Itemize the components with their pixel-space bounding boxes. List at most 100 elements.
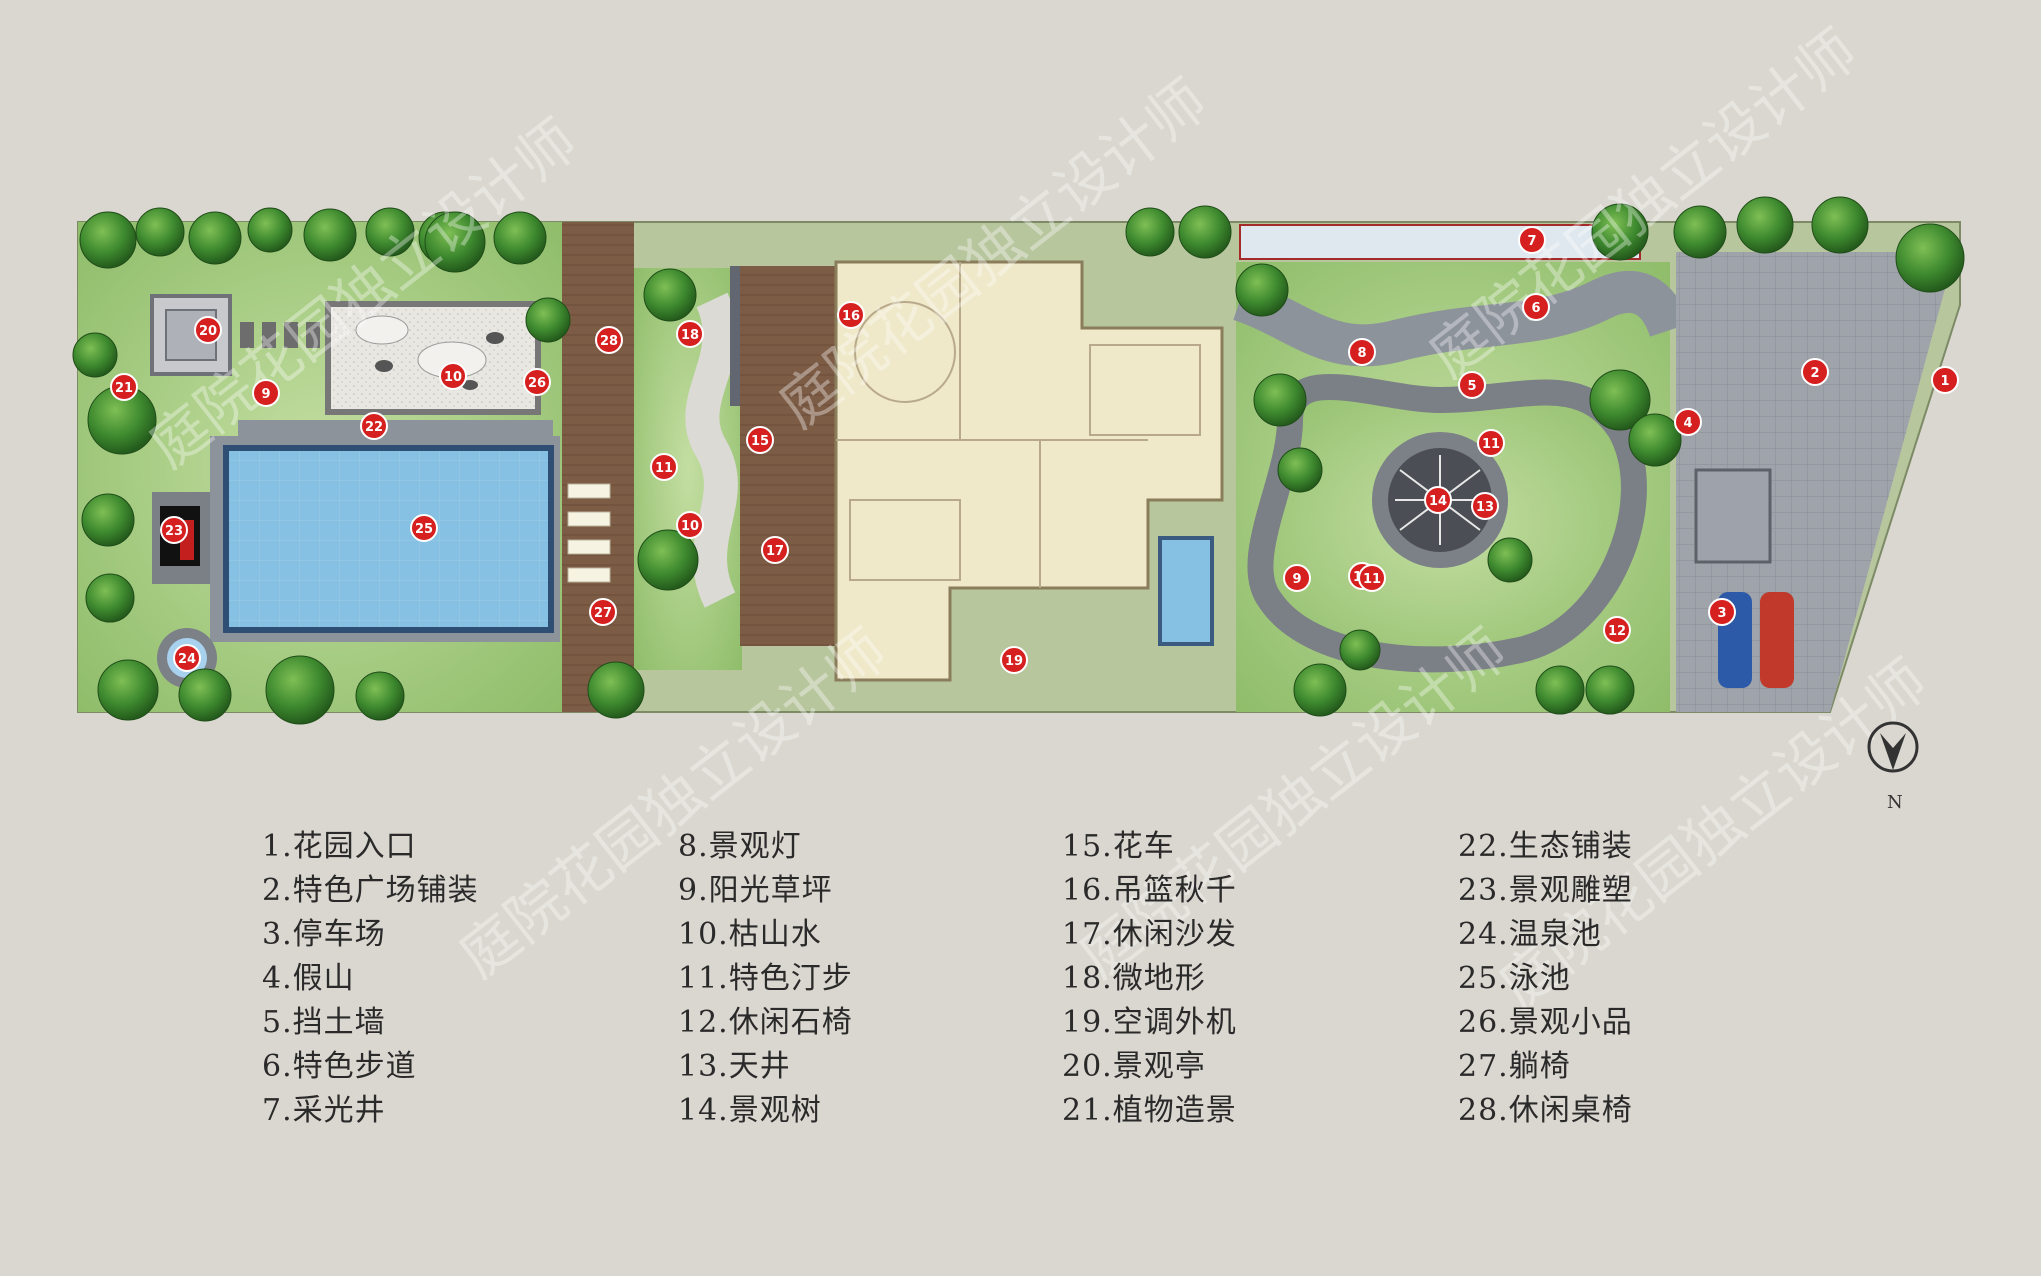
skylight [1239,224,1641,260]
plan-marker-label: 10 [681,519,699,534]
plan-marker-label: 16 [842,309,860,324]
plan-marker-circle [1458,371,1486,399]
legend-column-1: 1.花园入口 2.特色广场铺装 3.停车场 4.假山 5.挡土墙 6.特色步道 … [262,825,479,1133]
plan-marker: 15 [746,426,774,454]
tree [79,211,137,269]
plan-marker: 4 [1674,408,1702,436]
tree [72,332,118,378]
tree [97,659,159,721]
tree [1178,205,1232,259]
tree [1673,205,1727,259]
legend-item: 7.采光井 [262,1093,386,1128]
tree [1811,196,1869,254]
tree [1589,369,1651,431]
legend-column-2: 8.景观灯 9.阳光草坪 10.枯山水 11.特色汀步 12.休闲石椅 13.天… [678,825,853,1133]
plan-marker: 8 [1348,338,1376,366]
lounge-chairs [567,483,611,583]
plan-marker: 10 [439,362,467,390]
reflecting-pool [1158,536,1214,646]
legend-item: 28.休闲桌椅 [1458,1093,1633,1128]
plan-marker: 21 [110,373,138,401]
plan-marker-circle [160,516,188,544]
plan-marker-circle [523,368,551,396]
tree [637,529,699,591]
tree [1277,447,1323,493]
plan-marker: 11 [650,453,678,481]
feature-pathway [1232,271,1690,367]
plan-marker: 22 [360,412,388,440]
tree [365,207,415,257]
tree [135,207,185,257]
plan-marker-label: 9 [1292,572,1301,587]
plan-marker-circle [1283,564,1311,592]
legend-item: 4.假山 [262,961,355,996]
plan-marker-circle [1801,358,1829,386]
plan-marker-circle [1471,492,1499,520]
plan-marker-label: 2 [1810,366,1819,381]
wood-terrace [740,266,836,646]
plan-marker-label: 19 [1005,654,1023,669]
plan-marker-label: 17 [766,544,784,559]
plan-marker-label: 10 [444,370,462,385]
legend-item: 17.休闲沙发 [1062,917,1237,952]
plan-marker-label: 25 [415,522,433,537]
gravel-stream [685,292,738,608]
tree [525,297,571,343]
plan-marker: 11 [1477,429,1505,457]
plan-marker-label: 28 [600,334,618,349]
plan-marker-label: 9 [261,387,270,402]
plan-marker-circle [837,301,865,329]
plan-marker-circle [1708,598,1736,626]
plan-marker-label: 11 [1363,572,1381,587]
plan-marker-label: 4 [1683,416,1692,431]
house-plan [834,260,1224,682]
plan-marker-circle [676,511,704,539]
tree [1628,413,1682,467]
tree [1535,665,1585,715]
plan-marker: 7 [1518,226,1546,254]
tree [1253,373,1307,427]
plan-marker-circle [1674,408,1702,436]
plan-marker-circle [410,514,438,542]
plan-marker: 2 [1801,358,1829,386]
plan-marker: 23 [160,516,188,544]
tree [1591,203,1649,261]
plan-marker-label: 5 [1467,379,1476,394]
tree [178,668,232,722]
legend-item: 19.空调外机 [1062,1005,1237,1040]
legend-item: 25.泳池 [1458,961,1571,996]
plan-marker-circle [676,320,704,348]
plan-marker-circle [252,379,280,407]
plan-marker: 9 [1283,564,1311,592]
plan-marker-circle [1424,486,1452,514]
legend-item: 6.特色步道 [262,1049,417,1084]
plan-marker-circle [595,326,623,354]
plan-marker-circle [110,373,138,401]
tree [303,208,357,262]
tree [1487,537,1533,583]
plan-marker-circle [173,644,201,672]
legend-item: 24.温泉池 [1458,917,1602,952]
plan-marker-label: 7 [1527,234,1536,249]
tree [1293,663,1347,717]
legend-item: 8.景观灯 [678,829,802,864]
house-interior-lines [836,262,1201,588]
tree [643,268,697,322]
plan-marker-circle [1477,429,1505,457]
plan-marker-label: 21 [115,381,133,396]
tree [1339,629,1381,671]
plan-marker-label: 24 [178,652,196,667]
legend-item: 11.特色汀步 [678,961,853,996]
tree [424,211,486,273]
legend-item: 20.景观亭 [1062,1049,1206,1084]
plan-marker-circle [746,426,774,454]
north-arrow: N [1867,721,1919,813]
legend-item: 12.休闲石椅 [678,1005,853,1040]
plan-marker: 10 [676,511,704,539]
plan-marker-circle [1522,293,1550,321]
plan-marker: 3 [1708,598,1736,626]
plan-marker-circle [761,536,789,564]
plan-marker-label: 22 [365,420,383,435]
plan-marker-circle [589,598,617,626]
